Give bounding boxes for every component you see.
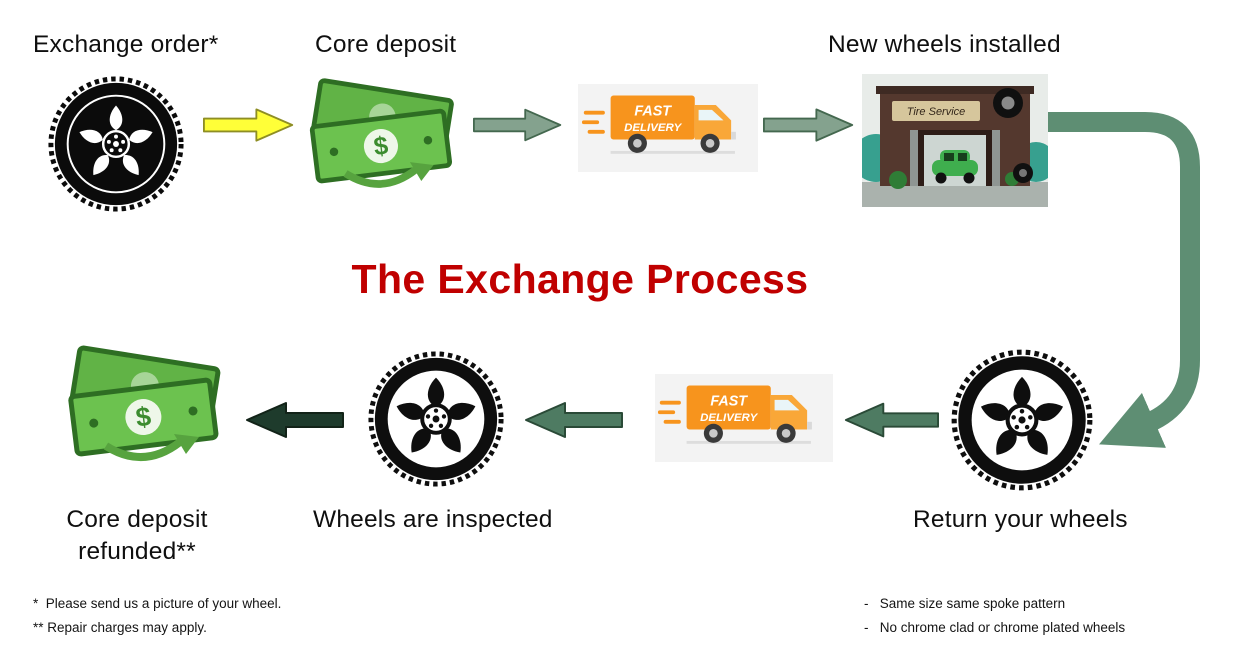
money-icon: [292, 75, 472, 200]
footnote-picture-of-wheel: * Please send us a picture of your wheel…: [33, 596, 282, 611]
flow-arrow-shipping-to-inspection: [523, 400, 623, 440]
footnote-no-chrome: - No chrome clad or chrome plated wheels: [864, 620, 1126, 635]
flow-arrow-inspection-to-refund: [243, 400, 345, 440]
flow-arrow-deposit-to-shipping: [473, 105, 563, 145]
delivery-truck-illustration-return: [655, 374, 833, 462]
flow-arrow-shipping-to-shop: [763, 105, 855, 145]
label-core-deposit: Core deposit: [315, 31, 457, 58]
inspected-wheel-icon: [365, 348, 507, 490]
refund-money-icon: [52, 342, 237, 474]
footnote-same-size: - Same size same spoke pattern: [864, 596, 1066, 611]
label-new-wheels-installed: New wheels installed: [828, 31, 1061, 58]
page-title: The Exchange Process: [351, 256, 809, 302]
footnote-repair-charges: ** Repair charges may apply.: [33, 620, 207, 635]
flow-arrow-order-to-deposit: [203, 105, 295, 145]
tire-shop-illustration: [862, 74, 1048, 207]
label-wheels-inspected: Wheels are inspected: [313, 506, 553, 533]
black-wheel-icon: [45, 73, 187, 215]
label-core-refunded-line1: Core deposit: [66, 506, 208, 533]
curved-flow-arrow: [1048, 112, 1200, 448]
flow-arrow-return-to-shipping: [843, 400, 939, 440]
label-exchange-order: Exchange order*: [33, 31, 219, 58]
delivery-truck-illustration: [578, 84, 758, 172]
label-return-your-wheels: Return your wheels: [913, 506, 1128, 533]
label-core-refunded-line2: refunded**: [78, 538, 196, 565]
return-wheel-icon: [948, 346, 1096, 494]
